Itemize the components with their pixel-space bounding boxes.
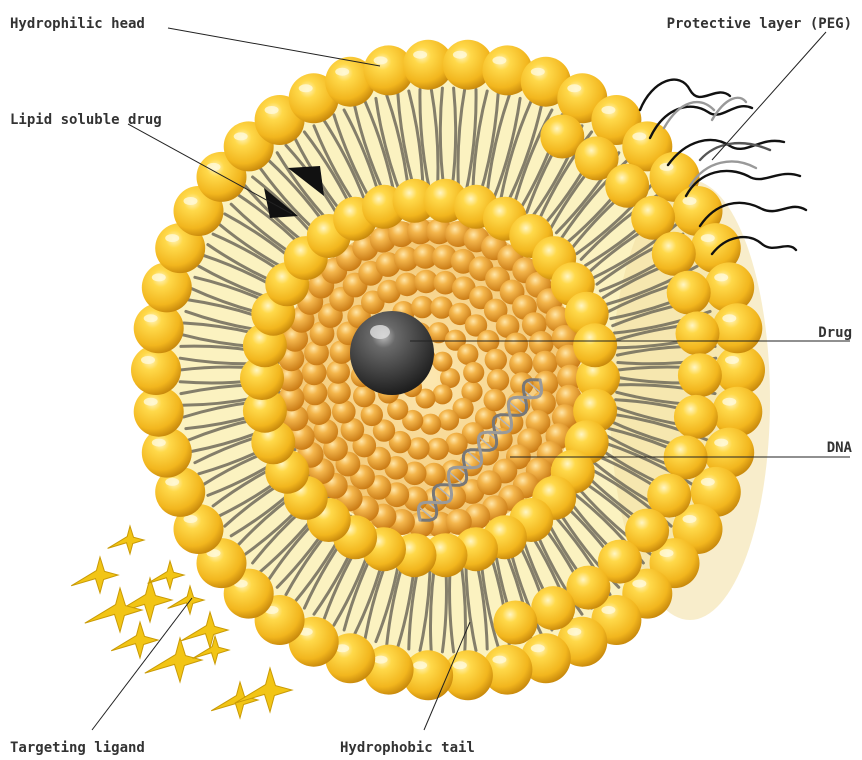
outer-lipid-head	[667, 271, 711, 315]
head-highlight	[660, 163, 674, 171]
targeting-ligand-icon	[148, 561, 184, 589]
head-highlight	[722, 398, 736, 406]
head-highlight	[335, 68, 349, 76]
head-highlight	[152, 273, 166, 281]
head-highlight	[234, 132, 248, 140]
head-highlight	[492, 56, 506, 64]
head-highlight	[701, 234, 715, 242]
targeting-ligand-icon	[181, 612, 228, 648]
head-highlight	[413, 661, 427, 669]
head-highlight	[531, 68, 545, 76]
targeting-ligand-icon	[108, 526, 144, 554]
outer-lipid-head	[676, 311, 720, 355]
head-highlight	[413, 51, 427, 59]
head-highlight	[165, 234, 179, 242]
head-highlight	[725, 356, 739, 364]
label-hydrophilic-head: Hydrophilic head	[10, 16, 145, 32]
head-highlight	[184, 197, 198, 205]
outer-lipid-head	[674, 395, 718, 439]
core-lipid-head	[420, 414, 441, 435]
head-highlight	[453, 51, 467, 59]
head-highlight	[722, 314, 736, 322]
outer-lipid-head	[493, 601, 537, 645]
core-lipid-head	[433, 384, 453, 404]
head-highlight	[265, 106, 279, 114]
head-highlight	[299, 84, 313, 92]
core-lipid-head	[433, 352, 453, 372]
core-lipid-head	[484, 389, 506, 411]
head-highlight	[453, 661, 467, 669]
label-hydrophobic-tail: Hydrophobic tail	[340, 740, 475, 756]
head-highlight	[683, 515, 697, 523]
head-highlight	[141, 356, 155, 364]
head-highlight	[632, 132, 646, 140]
targeting-ligand-icon	[211, 682, 258, 718]
head-highlight	[374, 656, 388, 664]
targeting-ligand-icon	[71, 557, 118, 593]
core-lipid-head	[487, 369, 509, 391]
head-highlight	[601, 606, 615, 614]
head-highlight	[144, 314, 158, 322]
head-highlight	[492, 656, 506, 664]
core-lipid-head	[463, 362, 484, 383]
core-lipid-head	[485, 349, 507, 371]
core-lipid-head	[427, 438, 449, 460]
core-lipid-head	[477, 470, 502, 495]
core-lipid-head	[438, 409, 459, 430]
head-highlight	[152, 439, 166, 447]
label-protective-layer: Protective layer (PEG)	[667, 16, 852, 32]
targeting-ligand-icon	[145, 638, 202, 682]
head-highlight	[567, 628, 581, 636]
core-lipid-head	[327, 380, 351, 404]
head-highlight	[165, 478, 179, 486]
label-dna: DNA	[827, 440, 853, 456]
head-highlight	[601, 106, 615, 114]
drug-highlight	[370, 325, 390, 339]
head-highlight	[714, 273, 728, 281]
drug-sphere	[350, 311, 434, 395]
head-highlight	[531, 644, 545, 652]
outer-lipid-head	[652, 232, 696, 276]
core-lipid-head	[509, 352, 533, 376]
core-lipid-head	[457, 344, 478, 365]
head-highlight	[683, 197, 697, 205]
head-highlight	[660, 549, 674, 557]
head-highlight	[632, 580, 646, 588]
head-highlight	[567, 84, 581, 92]
outer-lipid-head	[678, 353, 722, 397]
outer-lipid-head	[531, 586, 575, 630]
inner-ring-head	[573, 323, 617, 367]
core-lipid-head	[326, 360, 350, 384]
head-highlight	[714, 439, 728, 447]
outer-lipid-head	[712, 303, 762, 353]
head-highlight	[144, 398, 158, 406]
label-lipid-soluble-drug: Lipid soluble drug	[10, 112, 162, 128]
label-targeting-ligand: Targeting ligand	[10, 740, 145, 756]
core-lipid-head	[411, 296, 433, 318]
targeting-ligand-icon	[85, 588, 142, 632]
label-drug: Drug	[818, 325, 852, 341]
head-highlight	[374, 56, 388, 64]
head-highlight	[701, 478, 715, 486]
head-highlight	[207, 163, 221, 171]
